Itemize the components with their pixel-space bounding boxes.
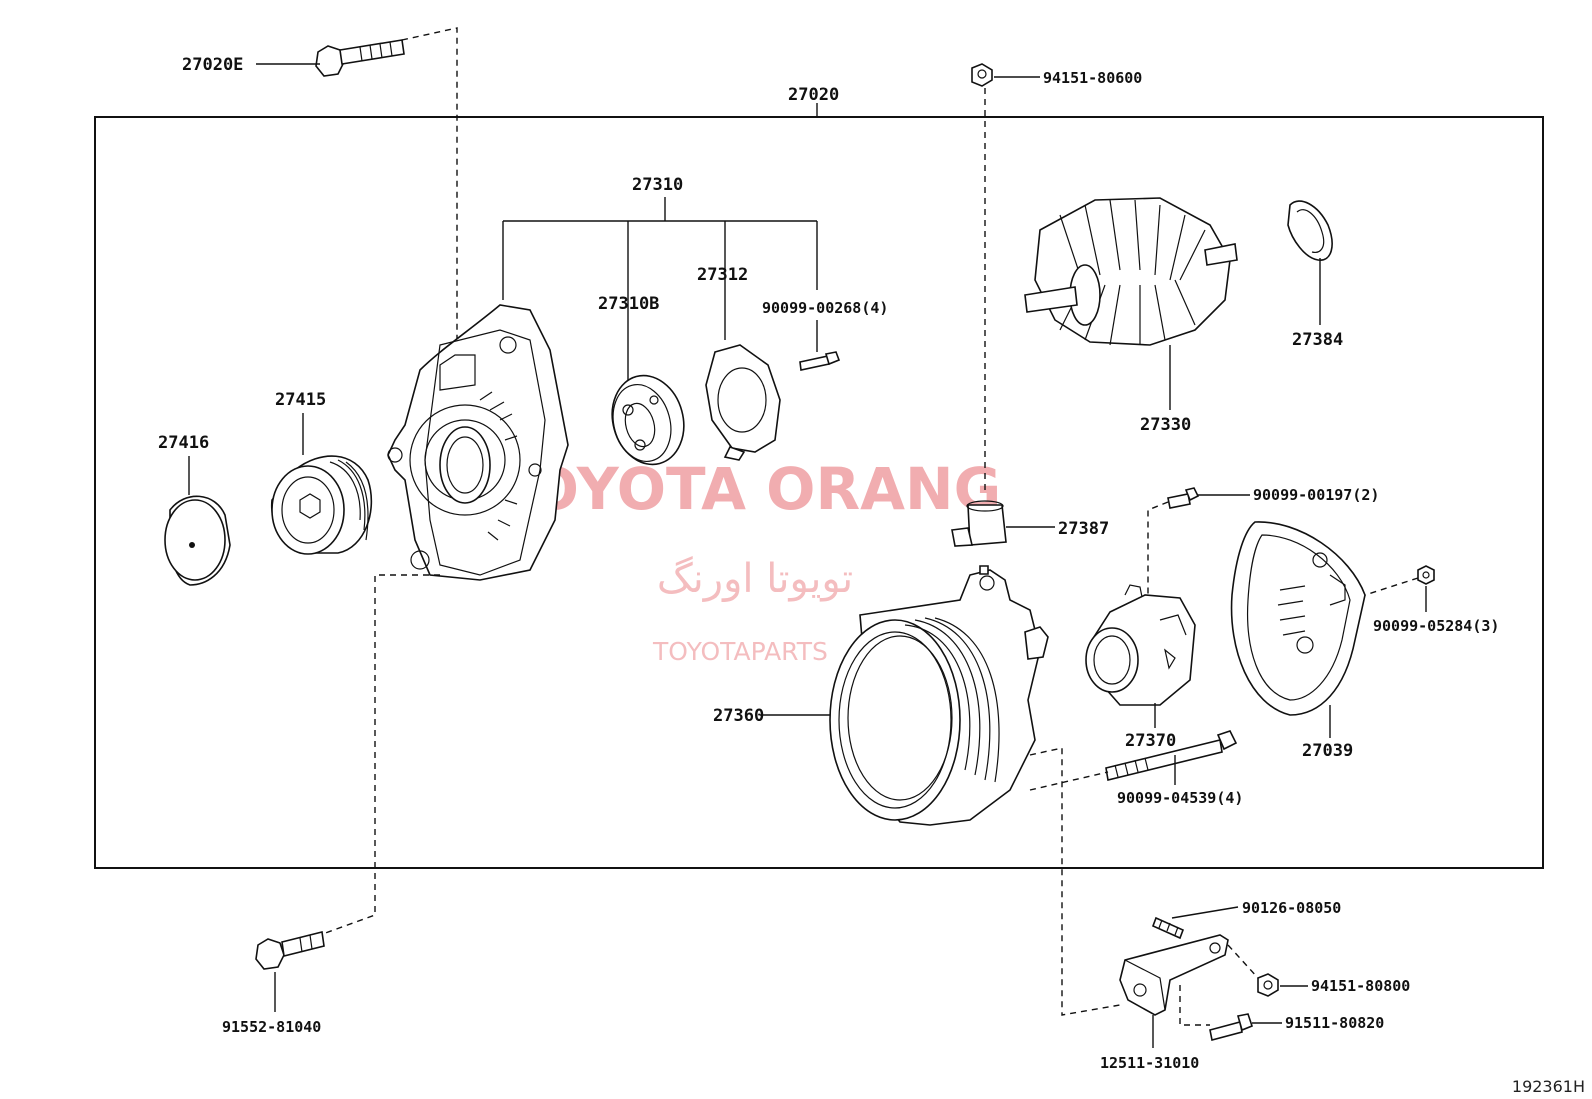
label-27370: 27370 [1125,731,1176,751]
label-90099-05284: 90099-05284(3) [1373,617,1499,635]
label-90099-00268: 90099-00268(4) [762,299,888,317]
seal-27387-icon [951,500,1007,547]
nut-94151-80800-icon [1257,973,1279,997]
assembly-frame [94,116,1544,869]
screw-90099-00268-icon [799,351,841,371]
nut-94151-80600-icon [971,63,993,87]
stud-90126-08050-icon [1151,916,1185,940]
bolt-90099-04539-icon [1105,730,1238,781]
label-91511-80820: 91511-80820 [1285,1014,1384,1032]
label-27384: 27384 [1292,330,1343,350]
label-27039: 27039 [1302,741,1353,761]
label-91552-81040: 91552-81040 [222,1018,321,1036]
label-27360: 27360 [713,706,764,726]
screw-90099-00197-icon [1167,487,1200,509]
label-27416: 27416 [158,433,209,453]
label-12511-31010: 12511-31010 [1100,1054,1199,1072]
drive-end-frame-icon [387,304,569,581]
label-94151-80600: 94151-80600 [1043,69,1142,87]
insulator-27384-icon [1287,200,1333,261]
stator-27360-icon [829,565,1049,826]
bolt-91552-81040-icon [255,931,325,970]
label-27310: 27310 [632,175,683,195]
bracket-12511-31010-icon [1119,934,1229,1016]
nut-90099-05284-icon [1417,565,1435,585]
brush-holder-27370-icon [1085,584,1196,706]
label-27330: 27330 [1140,415,1191,435]
pulley-27415-icon [270,455,373,555]
label-90126-08050: 90126-08050 [1242,899,1341,917]
label-90099-04539: 90099-04539(4) [1117,789,1243,807]
label-27415: 27415 [275,390,326,410]
label-94151-80800: 94151-80800 [1311,977,1410,995]
watermark-site: TOYOTAPARTS [652,637,828,666]
pulley-cap-27416-icon [164,495,231,586]
label-27310B: 27310B [598,294,659,314]
label-27020: 27020 [788,85,839,105]
watermark-title: TOYOTA ORANG [490,455,1001,523]
bearing-27310B-icon [611,374,685,466]
label-27312: 27312 [697,265,748,285]
label-90099-00197: 90099-00197(2) [1253,486,1379,504]
bolt-91511-80820-icon [1209,1013,1253,1041]
retainer-plate-27312-icon [705,344,781,461]
watermark-subtitle: تویوتا اورنگ [657,556,853,602]
rotor-27330-icon [1024,197,1238,346]
label-27020E: 27020E [182,55,243,75]
label-27387: 27387 [1058,519,1109,539]
diagram-ref-code: 192361H [1512,1077,1585,1096]
rear-cover-27039-icon [1230,521,1366,716]
bolt-27020E-icon [315,39,405,77]
